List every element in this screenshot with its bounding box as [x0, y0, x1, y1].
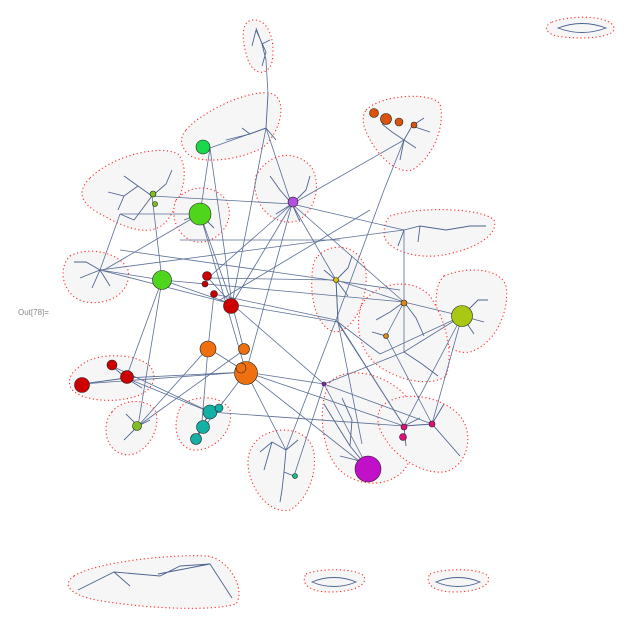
- community-region: [383, 209, 496, 257]
- node: [196, 420, 210, 434]
- community-region: [362, 95, 442, 172]
- node: [369, 108, 379, 118]
- community-region: [311, 246, 367, 333]
- community-region: [67, 555, 240, 609]
- output-cell-label: Out[78]=: [18, 308, 49, 317]
- node: [380, 113, 392, 125]
- node: [235, 362, 247, 374]
- node: [202, 271, 212, 281]
- node: [210, 290, 218, 298]
- node: [333, 277, 339, 283]
- node: [132, 421, 142, 431]
- node: [188, 202, 212, 226]
- node: [223, 298, 239, 314]
- community-region: [303, 569, 366, 593]
- node: [354, 455, 382, 483]
- node: [428, 420, 436, 428]
- node: [399, 433, 407, 441]
- node: [451, 305, 473, 327]
- node: [410, 121, 418, 129]
- node: [202, 404, 218, 420]
- node: [238, 343, 250, 355]
- community-region: [254, 154, 317, 223]
- node: [214, 403, 224, 413]
- community-region: [427, 569, 490, 593]
- node: [383, 333, 389, 339]
- node: [400, 423, 408, 431]
- node: [190, 433, 202, 445]
- community-region: [68, 355, 155, 401]
- node: [201, 280, 209, 288]
- node: [120, 370, 134, 384]
- node: [152, 201, 158, 207]
- community-region: [247, 429, 316, 512]
- node: [321, 381, 327, 387]
- community-region: [105, 400, 158, 456]
- community-region: [81, 149, 185, 231]
- node: [292, 473, 298, 479]
- community-region: [377, 395, 469, 473]
- node: [287, 196, 299, 208]
- node: [199, 340, 217, 358]
- community-region: [242, 19, 274, 73]
- graph-nodes: [74, 108, 473, 483]
- node: [400, 299, 408, 307]
- node: [106, 359, 118, 371]
- community-region: [545, 16, 615, 39]
- node: [195, 139, 211, 155]
- node: [74, 377, 90, 393]
- community-region: [62, 250, 130, 304]
- node: [149, 190, 157, 198]
- node: [394, 117, 404, 127]
- node: [152, 270, 172, 290]
